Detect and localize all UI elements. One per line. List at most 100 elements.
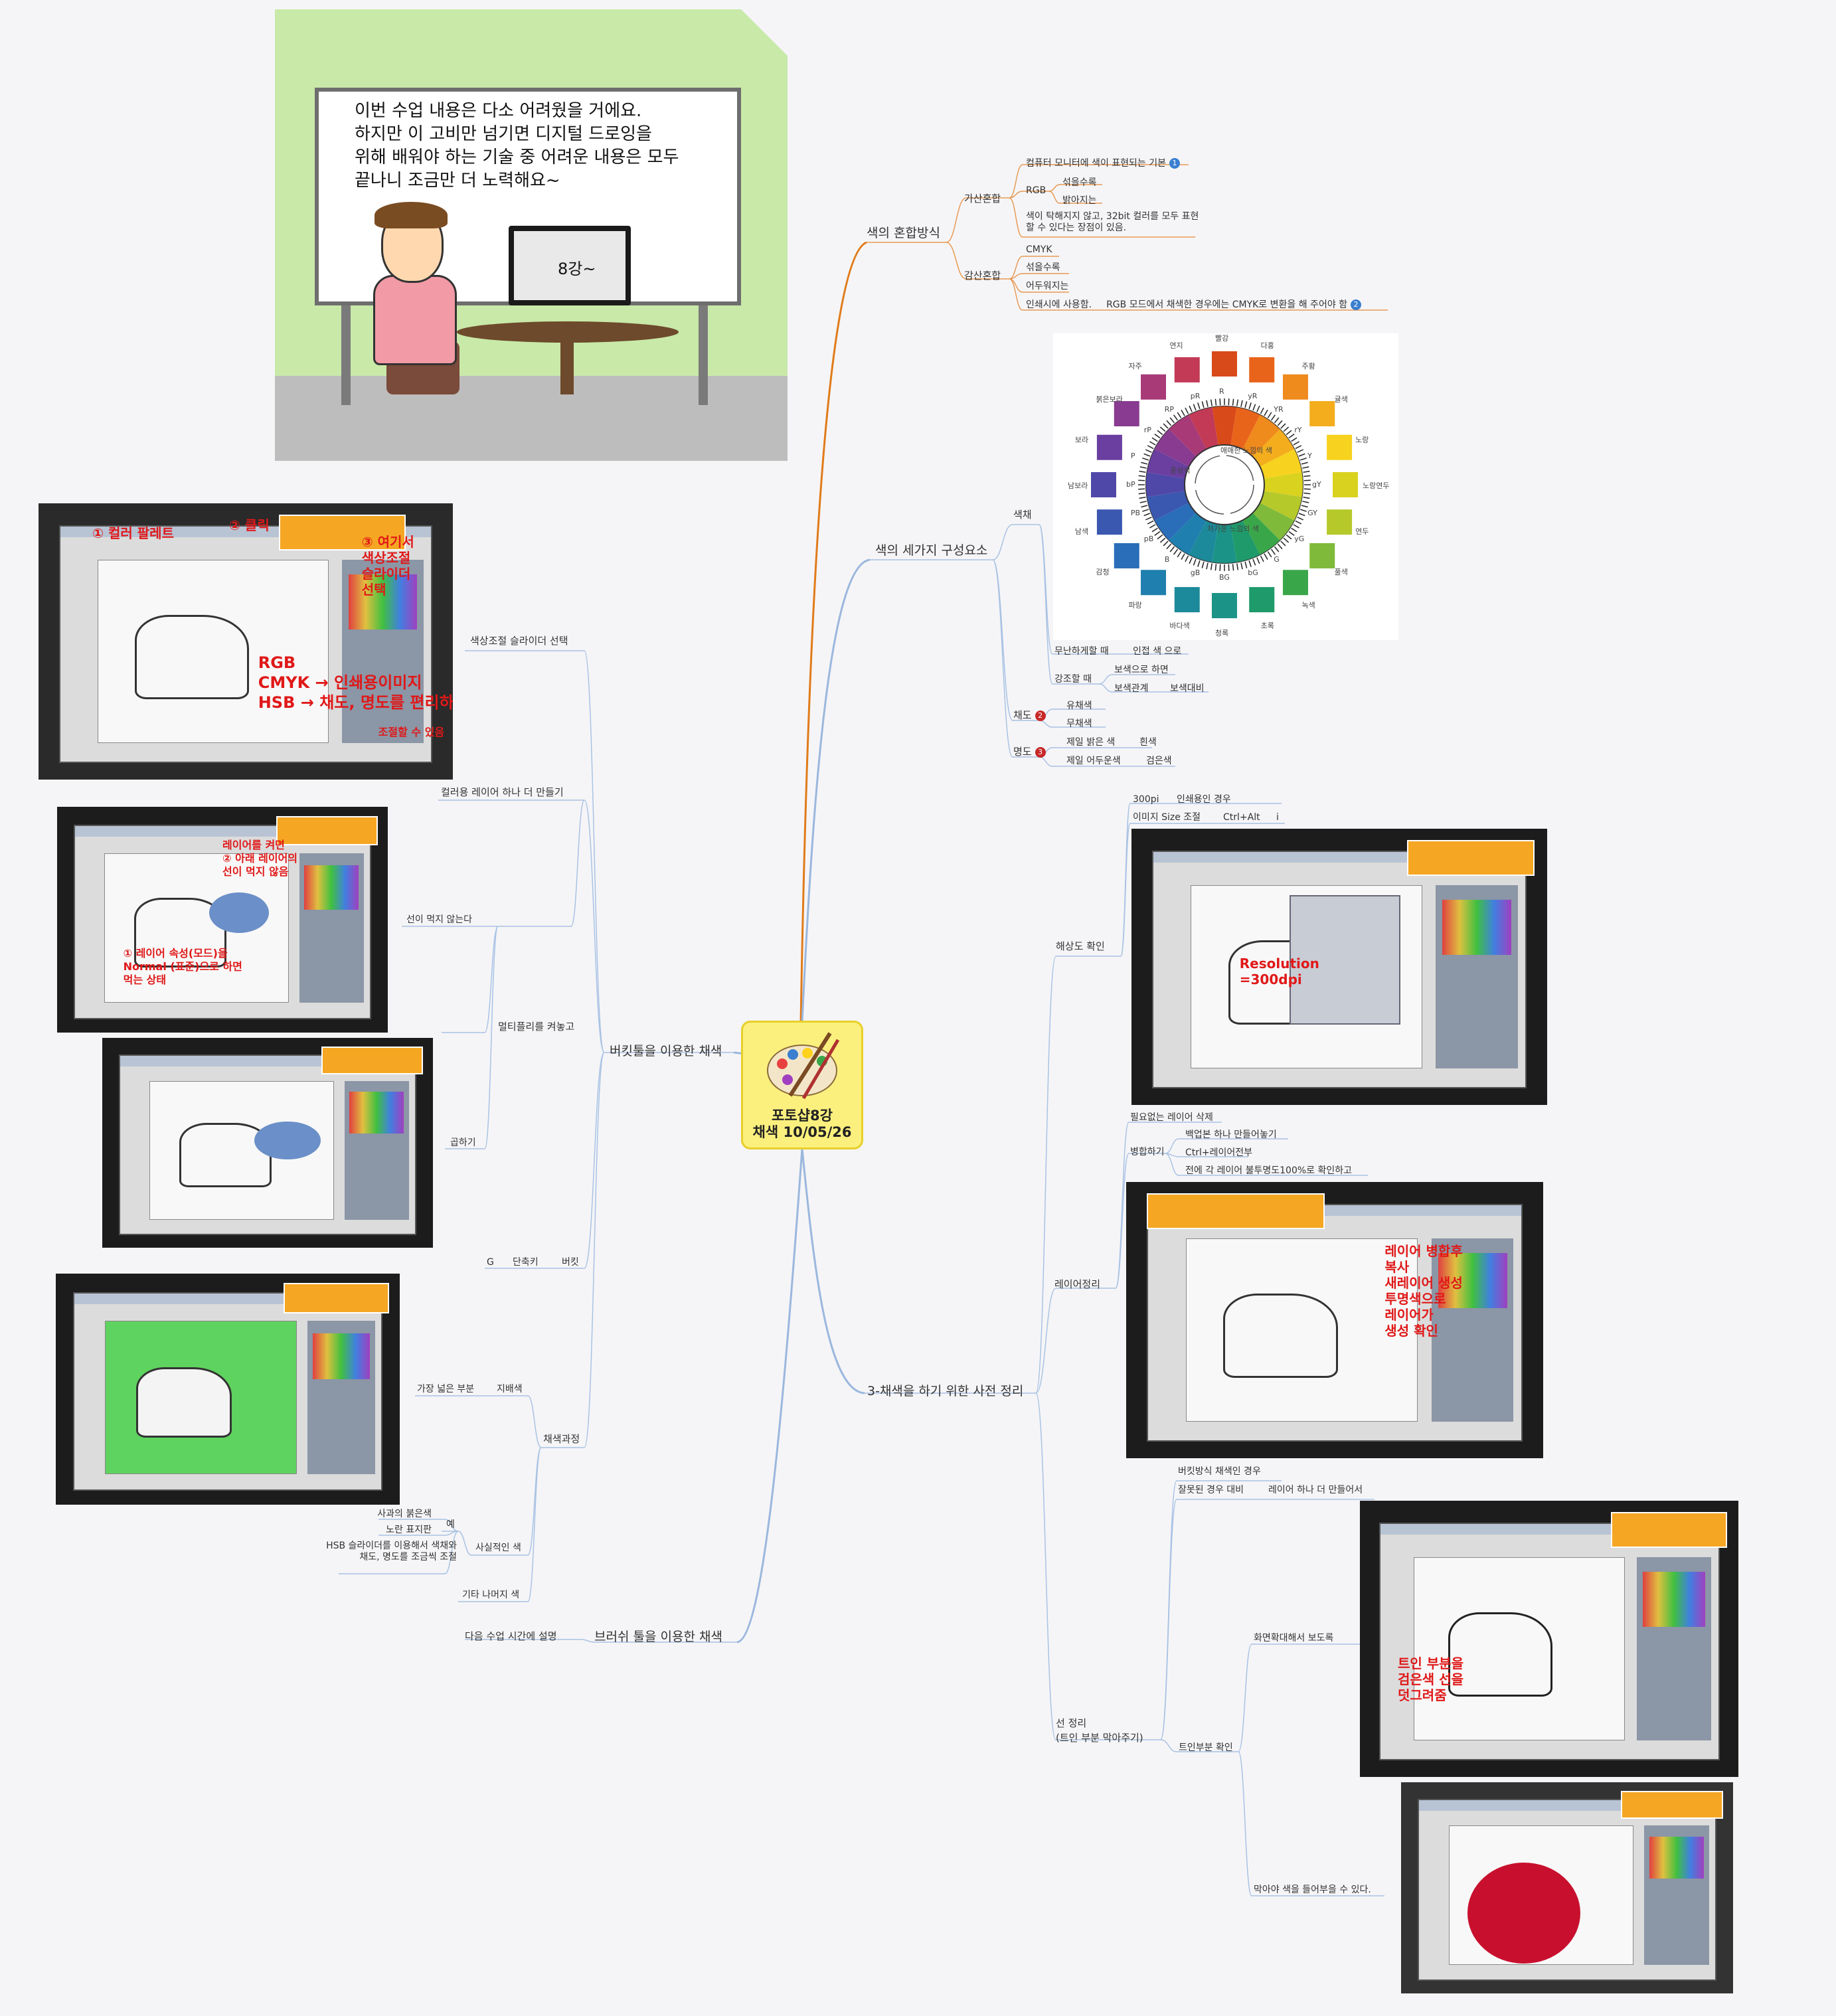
wheel-tick <box>1206 400 1209 407</box>
node-bucket[interactable]: 버킷 <box>562 1257 579 1268</box>
wheel-tick <box>1295 520 1302 525</box>
node-dpi[interactable]: 300pi <box>1133 794 1159 805</box>
node-merge-all[interactable]: Ctrl+레이어전부 <box>1185 1147 1253 1158</box>
node-chromatic[interactable]: 유채색 <box>1066 701 1092 711</box>
image-size-dialog <box>1289 894 1400 1025</box>
node-achromatic[interactable]: 무채색 <box>1066 718 1092 729</box>
wheel-tick <box>1197 560 1201 567</box>
node-check-opacity[interactable]: 전에 각 레이어 불투명도100%로 확인하고 <box>1185 1165 1353 1176</box>
wheel-tick <box>1163 423 1169 429</box>
node-example[interactable]: 예 <box>446 1519 455 1530</box>
node-dominant[interactable]: 지배색 <box>497 1384 523 1394</box>
node-block[interactable]: 막아야 색을 들어부을 수 있다. <box>1254 1885 1371 1895</box>
lecture-logo <box>1621 1790 1723 1819</box>
topic-bucket[interactable]: 버킷툴을 이용한 채색 <box>610 1044 722 1058</box>
wheel-tick <box>1147 520 1154 525</box>
wheel-tick <box>1277 543 1283 550</box>
node-shortcut[interactable]: Ctrl+Alt <box>1223 812 1260 823</box>
node-white[interactable]: 흰색 <box>1139 737 1157 748</box>
node-next-class[interactable]: 다음 수업 시간에 설명 <box>465 1630 557 1642</box>
node-shortcut-left[interactable]: 단축키 <box>513 1257 539 1268</box>
node-complement-contrast[interactable]: 보색대비 <box>1170 683 1205 694</box>
central-topic[interactable]: 포토샵8강 채색 10/05/26 <box>741 1021 863 1149</box>
node-hsb[interactable]: HSB 슬라이더를 이용해서 색채와 채도, 명도를 조금씩 조절 <box>326 1541 457 1562</box>
node-darker[interactable]: 어두워지는 <box>1026 281 1069 292</box>
wheel-tick <box>1142 509 1149 512</box>
node-additive[interactable]: 가산혼합 <box>964 193 1001 205</box>
node-backup[interactable]: 백업본 하나 만들어놓기 <box>1185 1130 1277 1140</box>
node-black[interactable]: 검은색 <box>1146 756 1172 766</box>
node-zoom[interactable]: 화면확대해서 보도록 <box>1254 1633 1334 1643</box>
node-one-more-layer[interactable]: 레이어 하나 더 만들어서 <box>1268 1485 1363 1495</box>
node-mistake[interactable]: 잘못된 경우 대비 <box>1178 1485 1244 1495</box>
node-cmyk[interactable]: CMYK <box>1026 244 1052 255</box>
node-plain-when[interactable]: 무난하게할 때 <box>1054 646 1109 657</box>
node-bucket-case[interactable]: 버킷방식 채색인 경우 <box>1178 1466 1261 1477</box>
topic-color-mixing[interactable]: 색의 혼합방식 <box>867 226 940 240</box>
node-sub-more-mix[interactable]: 섞을수록 <box>1026 262 1060 273</box>
node-slider[interactable]: 색상조절 슬라이더 선택 <box>470 635 568 647</box>
wheel-tick <box>1267 412 1272 418</box>
wheel-outer-label: 자주 <box>1128 362 1142 371</box>
wheel-inner-label: YR <box>1274 404 1284 414</box>
node-complement-rel[interactable]: 보색관계 <box>1114 683 1149 694</box>
node-process[interactable]: 채색과정 <box>543 1433 580 1445</box>
node-g[interactable]: G <box>487 1257 494 1268</box>
node-widest[interactable]: 가장 넓은 부분 <box>417 1384 475 1394</box>
floor <box>275 376 788 461</box>
wheel-swatch <box>1212 593 1237 618</box>
topic-prep[interactable]: 3-채색을 하기 위한 사전 정리 <box>867 1384 1024 1398</box>
wheel-tick <box>1293 524 1299 529</box>
node-complement-do[interactable]: 보색으로 하면 <box>1114 665 1169 675</box>
node-sign[interactable]: 노란 표지판 <box>386 1525 432 1535</box>
node-others[interactable]: 기타 나머지 색 <box>462 1590 520 1600</box>
wheel-inner-label: bG <box>1248 568 1258 578</box>
node-adjacent[interactable]: 인접 색 으로 <box>1133 646 1182 657</box>
node-print-case[interactable]: 인쇄용인 경우 <box>1177 794 1231 805</box>
node-lines-sub[interactable]: (트인 부분 막아주기) <box>1056 1732 1143 1744</box>
node-resolution[interactable]: 해상도 확인 <box>1056 940 1105 952</box>
wheel-outer-label: 파랑 <box>1128 600 1142 610</box>
node-apple[interactable]: 사과의 붉은색 <box>377 1509 432 1519</box>
node-layers[interactable]: 레이어정리 <box>1054 1278 1101 1290</box>
node-multiply-on[interactable]: 멀티플리를 켜놓고 <box>498 1021 575 1033</box>
wheel-center-bottom: 차가운 느낌의 색 <box>1207 525 1259 533</box>
wheel-tick <box>1151 437 1158 442</box>
wheel-tick <box>1286 534 1292 540</box>
node-imgsize[interactable]: 이미지 Size 조절 <box>1133 812 1201 823</box>
node-del-layers[interactable]: 필요없는 레이어 삭제 <box>1130 1112 1213 1123</box>
node-lines[interactable]: 선 정리 <box>1056 1717 1087 1729</box>
topic-color-elements[interactable]: 색의 세가지 구성요소 <box>875 543 988 558</box>
node-brighter[interactable]: 밝아지는 <box>1062 195 1097 206</box>
node-rgb[interactable]: RGB <box>1026 185 1046 196</box>
node-hue[interactable]: 색채 <box>1013 509 1032 521</box>
wheel-tick <box>1244 401 1248 408</box>
wheel-inner-label: BG <box>1219 573 1230 582</box>
node-multiply[interactable]: 곱하기 <box>450 1137 476 1148</box>
wheel-swatch <box>1174 587 1200 613</box>
wheel-tick <box>1298 513 1305 517</box>
node-shortcut-key[interactable]: i <box>1276 812 1279 823</box>
node-print[interactable]: 인쇄시에 사용함.RGB 모드에서 채색한 경우에는 CMYK로 변환을 해 주… <box>1026 299 1362 311</box>
node-more-mix[interactable]: 섞을수록 <box>1062 177 1097 188</box>
node-brightest[interactable]: 제일 밝은 색 <box>1066 737 1116 748</box>
node-merge[interactable]: 병합하기 <box>1130 1147 1165 1157</box>
node-emph-when[interactable]: 강조할 때 <box>1054 674 1092 685</box>
node-darkest[interactable]: 제일 어두운색 <box>1066 756 1121 766</box>
wheel-tick <box>1295 445 1302 450</box>
node-additive-desc[interactable]: 색이 탁해지지 않고, 32bit 컬러를 모두 표현할 수 있다는 장점이 있… <box>1026 211 1199 233</box>
node-gap-check[interactable]: 트인부분 확인 <box>1179 1742 1233 1753</box>
wheel-tick <box>1139 470 1146 473</box>
node-one-more-layer-left[interactable]: 컬러용 레이어 하나 더 만들기 <box>441 786 564 798</box>
wheel-outer-label: 남보라 <box>1068 481 1088 490</box>
topic-brush[interactable]: 브러쉬 툴을 이용한 채색 <box>594 1630 722 1644</box>
node-subtractive[interactable]: 감산혼합 <box>964 270 1001 282</box>
node-no-line[interactable]: 선이 먹지 않는다 <box>406 914 473 925</box>
node-realistic[interactable]: 사실적인 색 <box>475 1543 521 1553</box>
blue-fill-area <box>209 892 269 934</box>
